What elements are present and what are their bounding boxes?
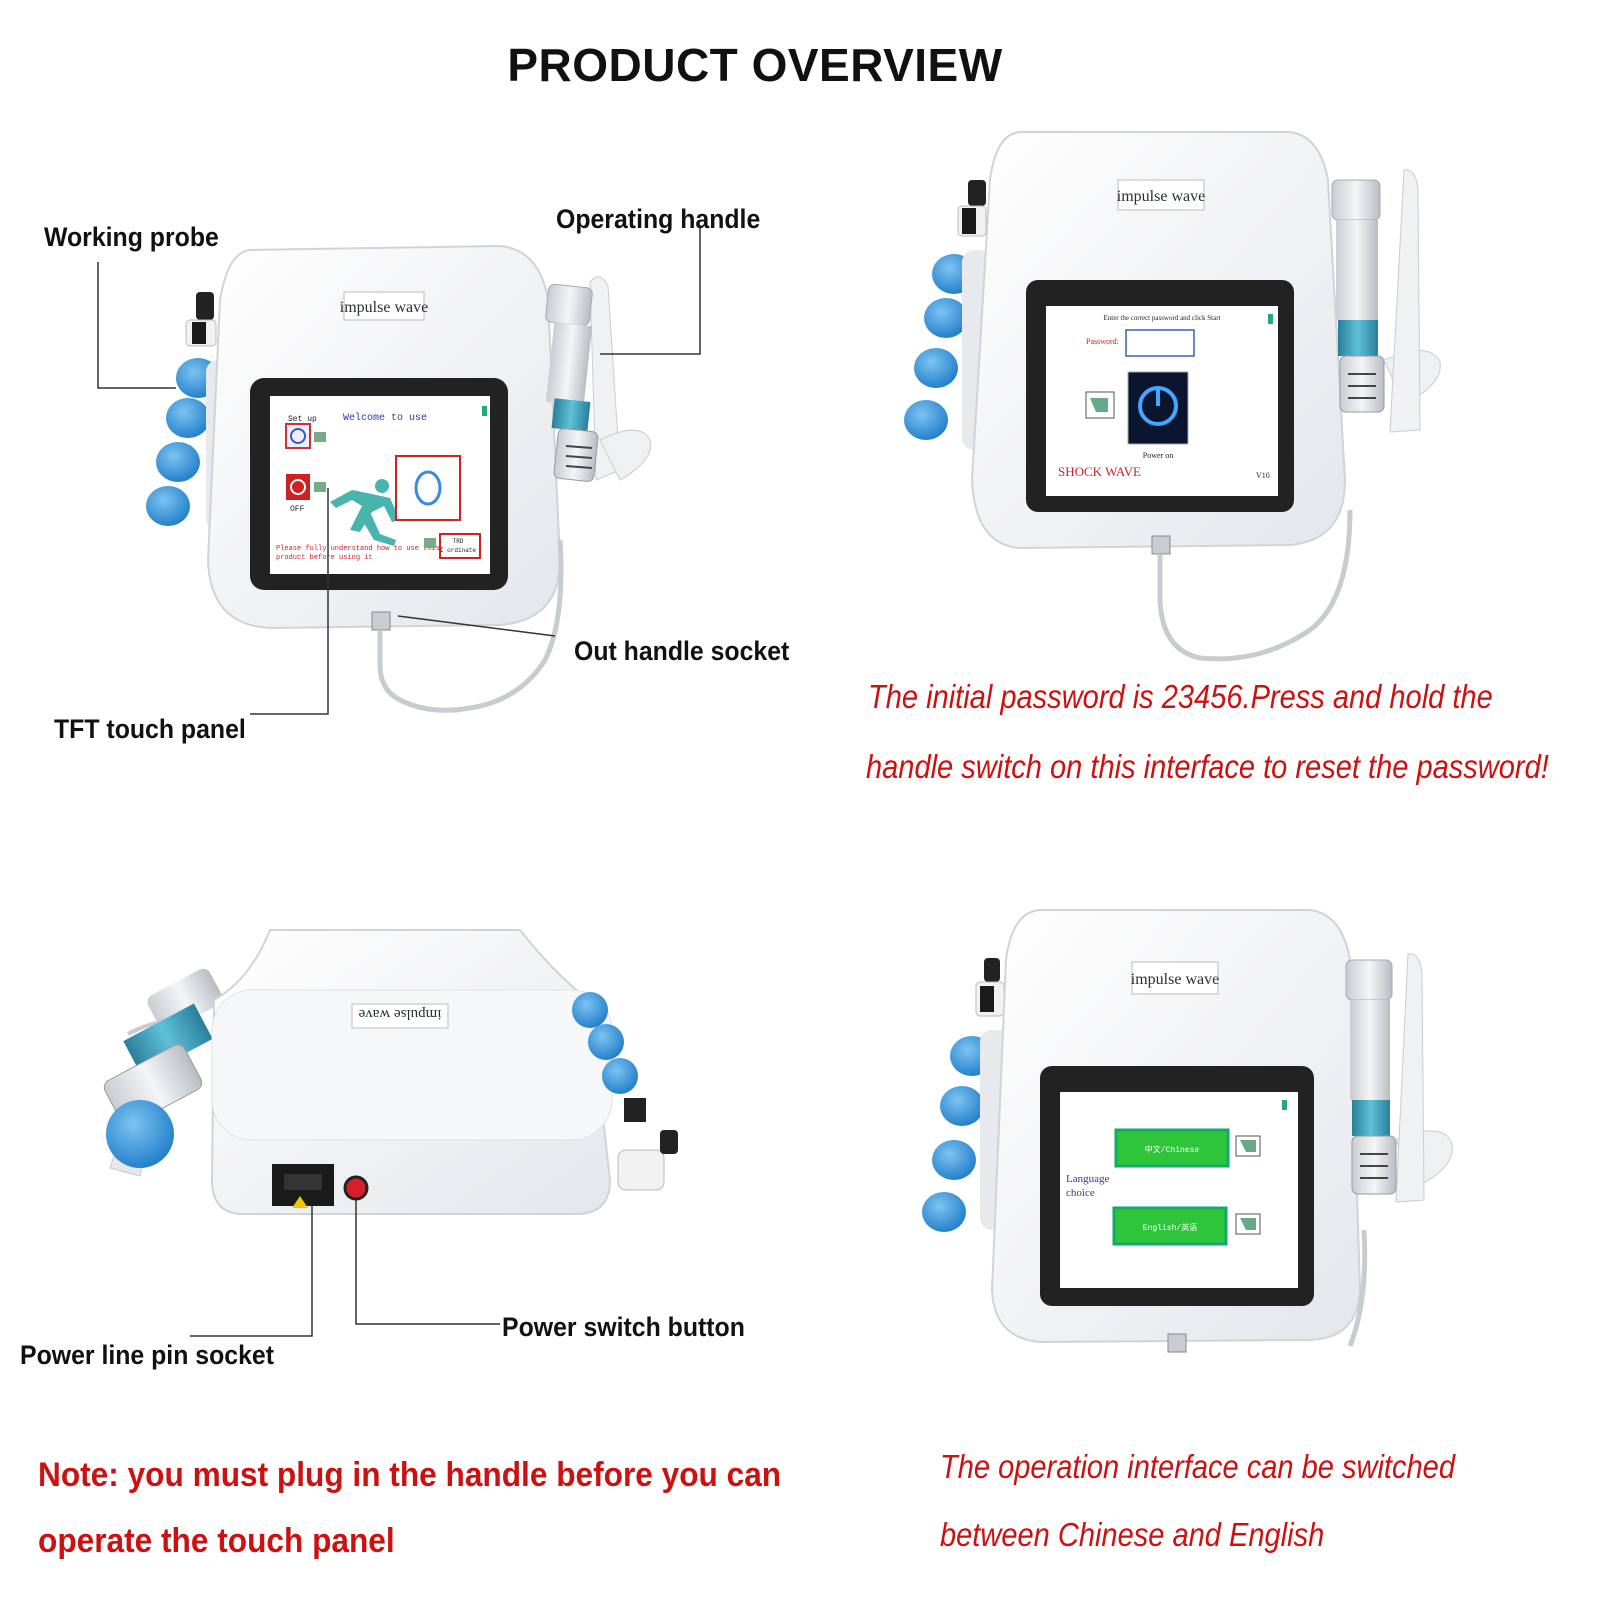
operating-handle bbox=[103, 968, 223, 1177]
gear-icon bbox=[290, 428, 306, 444]
operating-handle bbox=[545, 276, 652, 482]
handle-note-line-1: Note: you must plug in the handle before… bbox=[38, 1456, 782, 1494]
brand-label: impulse wave bbox=[1131, 971, 1219, 988]
device-front-password: impulse wave Enter the correct password … bbox=[904, 131, 1441, 662]
language-note-line-1: The operation interface can be switched bbox=[940, 1448, 1455, 1485]
english-button[interactable] bbox=[1112, 1206, 1228, 1246]
welcome-screen: Set up Welcome to use OFF Please fully u… bbox=[276, 406, 487, 562]
language-label-2: choice bbox=[1066, 1187, 1095, 1199]
brand-label: impulse wave bbox=[358, 1006, 441, 1022]
password-note-line-2: handle switch on this interface to reset… bbox=[866, 748, 1549, 785]
annotation-lines-1 bbox=[97, 228, 701, 715]
hand-pointer-icon bbox=[314, 432, 326, 442]
handle-cable bbox=[1157, 509, 1353, 662]
runner-figure-icon bbox=[330, 479, 400, 546]
off-button[interactable] bbox=[286, 474, 310, 500]
welcome-text: Welcome to use bbox=[343, 412, 427, 424]
off-label: OFF bbox=[290, 505, 305, 514]
screen-brand: SHOCK WAVE bbox=[1058, 464, 1141, 479]
setup-label: Set up bbox=[288, 415, 317, 424]
label-power-line-pin-socket: Power line pin socket bbox=[20, 1340, 274, 1370]
hand-pointer-icon bbox=[314, 482, 326, 492]
handle-note-line-2: operate the touch panel bbox=[38, 1522, 395, 1560]
operating-handle bbox=[1345, 953, 1453, 1203]
handle-cable bbox=[377, 539, 564, 713]
power-switch-button[interactable] bbox=[343, 1175, 369, 1201]
password-screen: Enter the correct password and click Sta… bbox=[1058, 314, 1273, 480]
setup-gear-icon[interactable] bbox=[285, 423, 311, 449]
warning-line-1: Please fully understand how to use this bbox=[276, 545, 440, 553]
chinese-label: 中文/Chinese bbox=[1145, 1144, 1200, 1155]
password-note-line-1: The initial password is 23456.Press and … bbox=[868, 678, 1493, 715]
device-rear: impulse wave bbox=[103, 929, 678, 1215]
operating-handle bbox=[1331, 169, 1441, 433]
label-working-probe: Working probe bbox=[44, 222, 219, 252]
badge-line-2: I ordinate bbox=[440, 547, 476, 554]
handle-socket bbox=[1167, 1333, 1187, 1353]
handle-socket bbox=[1151, 535, 1171, 555]
power-on-button[interactable] bbox=[1127, 371, 1189, 445]
ring-icon bbox=[414, 470, 442, 506]
device-front-language: impulse wave Language choice 中文/Chinese … bbox=[922, 909, 1453, 1353]
page-title: PRODUCT OVERVIEW bbox=[507, 39, 1003, 91]
working-probes bbox=[572, 992, 678, 1191]
brand-label: impulse wave bbox=[1117, 188, 1205, 205]
hand-pointer-icon bbox=[424, 538, 436, 548]
english-label: English/英语 bbox=[1143, 1222, 1197, 1233]
handle-cable bbox=[1347, 1229, 1368, 1347]
password-input[interactable] bbox=[1125, 329, 1195, 357]
annotation-lines-3 bbox=[190, 1200, 500, 1337]
status-indicator bbox=[482, 406, 487, 416]
chinese-button[interactable] bbox=[1114, 1128, 1230, 1168]
label-tft-touch-panel: TFT touch panel bbox=[54, 714, 246, 744]
password-prompt: Enter the correct password and click Sta… bbox=[1103, 314, 1220, 322]
power-icon bbox=[1138, 386, 1178, 426]
start-button[interactable] bbox=[395, 455, 461, 521]
language-note-line-2: between Chinese and English bbox=[940, 1516, 1325, 1553]
device-front-welcome: impulse wave Set up Welcome to use OFF P… bbox=[146, 244, 652, 713]
version-label: V10 bbox=[1256, 471, 1270, 480]
brand-label: impulse wave bbox=[340, 299, 428, 316]
language-label-1: Language bbox=[1066, 1173, 1109, 1185]
status-indicator bbox=[1282, 1100, 1287, 1110]
password-label: Password: bbox=[1086, 337, 1119, 346]
power-icon bbox=[290, 479, 306, 495]
handle-socket bbox=[371, 611, 391, 631]
power-on-label: Power on bbox=[1143, 451, 1173, 460]
mode-badge[interactable] bbox=[439, 533, 481, 559]
status-indicator bbox=[1268, 314, 1273, 324]
label-operating-handle: Operating handle bbox=[556, 204, 761, 234]
language-screen: Language choice 中文/Chinese English/英语 bbox=[1066, 1100, 1287, 1246]
warning-line-2: product before using it bbox=[276, 554, 373, 562]
warning-triangle-icon bbox=[292, 1196, 308, 1208]
badge-line-1: TRD bbox=[453, 538, 464, 545]
label-out-handle-socket: Out handle socket bbox=[574, 636, 790, 666]
label-power-switch-button: Power switch button bbox=[502, 1312, 745, 1342]
